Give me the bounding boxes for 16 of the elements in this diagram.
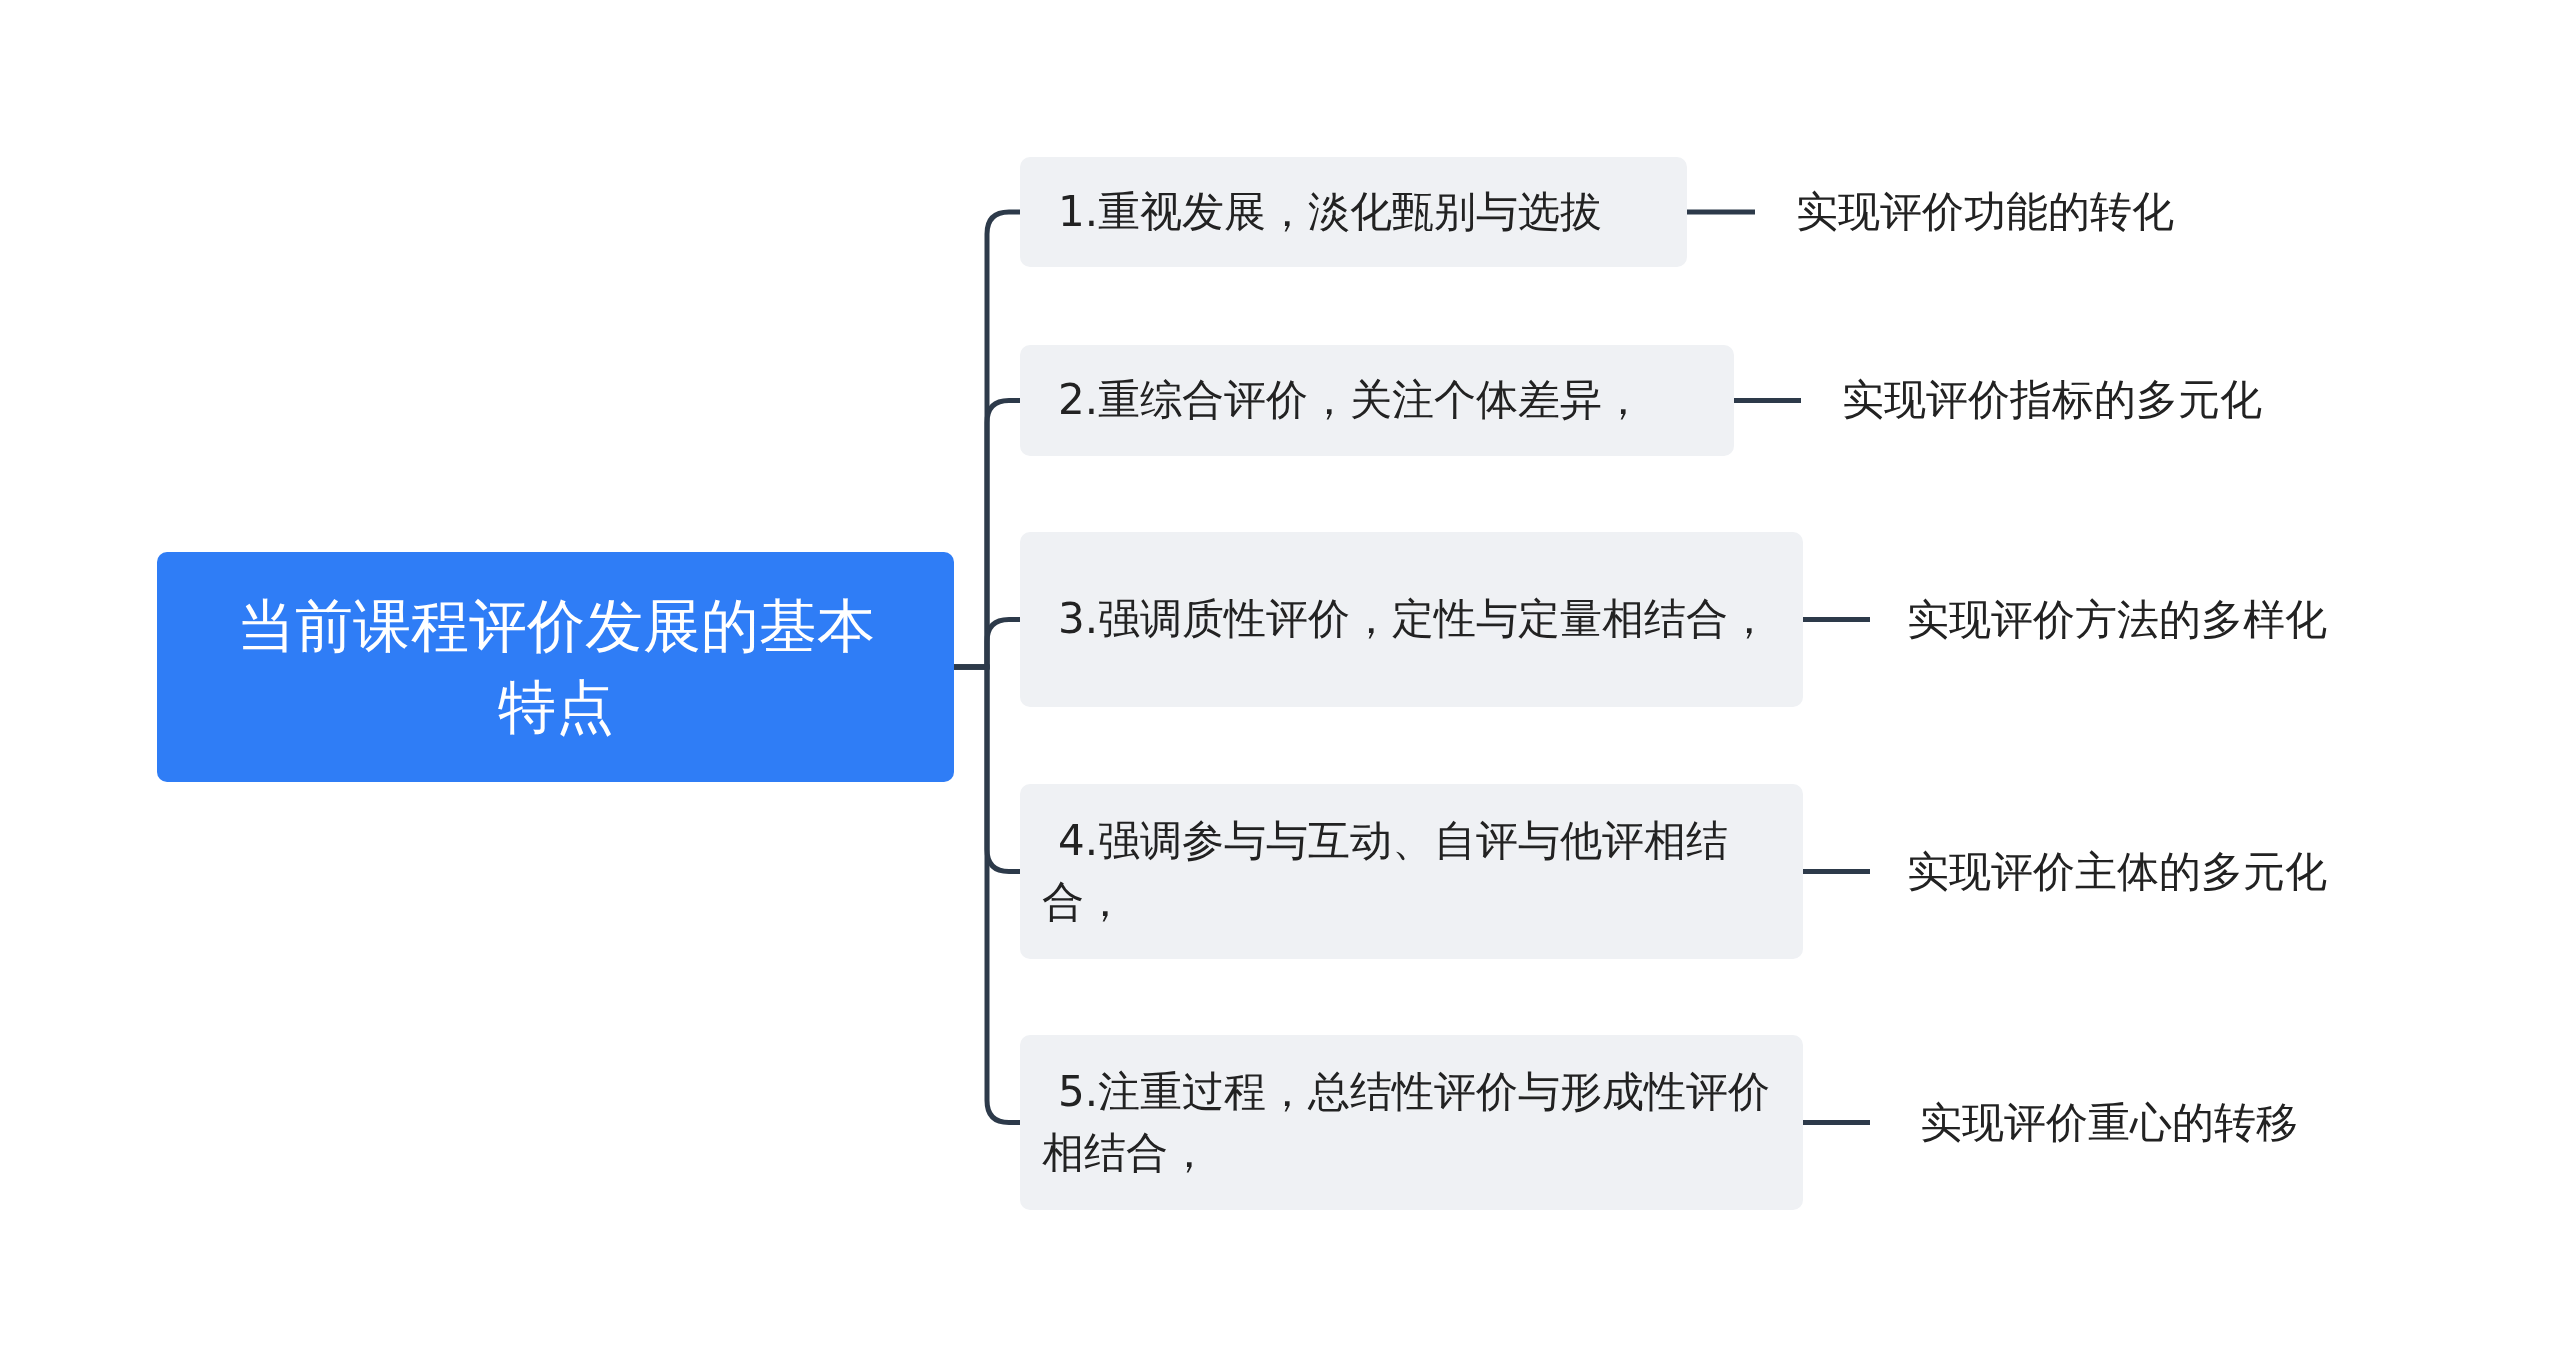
connector-line <box>1803 869 1870 874</box>
subtopic-box: 2.重综合评价，关注个体差异， <box>1020 345 1734 456</box>
leaf-topic-text: 实现评价重心的转移 <box>1920 1097 2298 1149</box>
leaf-topic-text: 实现评价功能的转化 <box>1796 186 2174 238</box>
root-topic-box: 当前课程评价发展的基本特点 <box>157 552 954 782</box>
leaf-topic-text: 实现评价方法的多样化 <box>1907 594 2327 646</box>
connector-line <box>1803 1120 1870 1125</box>
subtopic-box: 3.强调质性评价，定性与定量相结合， <box>1020 532 1803 707</box>
subtopic-box: 1.重视发展，淡化甄别与选拔 <box>1020 157 1687 267</box>
leaf-topic-text: 实现评价指标的多元化 <box>1842 374 2262 426</box>
subtopic-box: 4.强调参与与互动、自评与他评相结合， <box>1020 784 1803 959</box>
leaf-topic-text: 实现评价主体的多元化 <box>1907 846 2327 898</box>
connector-line <box>1803 617 1870 622</box>
connector-line <box>1734 398 1801 403</box>
subtopic-box: 5.注重过程，总结性评价与形成性评价相结合， <box>1020 1035 1803 1210</box>
connector-line <box>1687 209 1755 215</box>
